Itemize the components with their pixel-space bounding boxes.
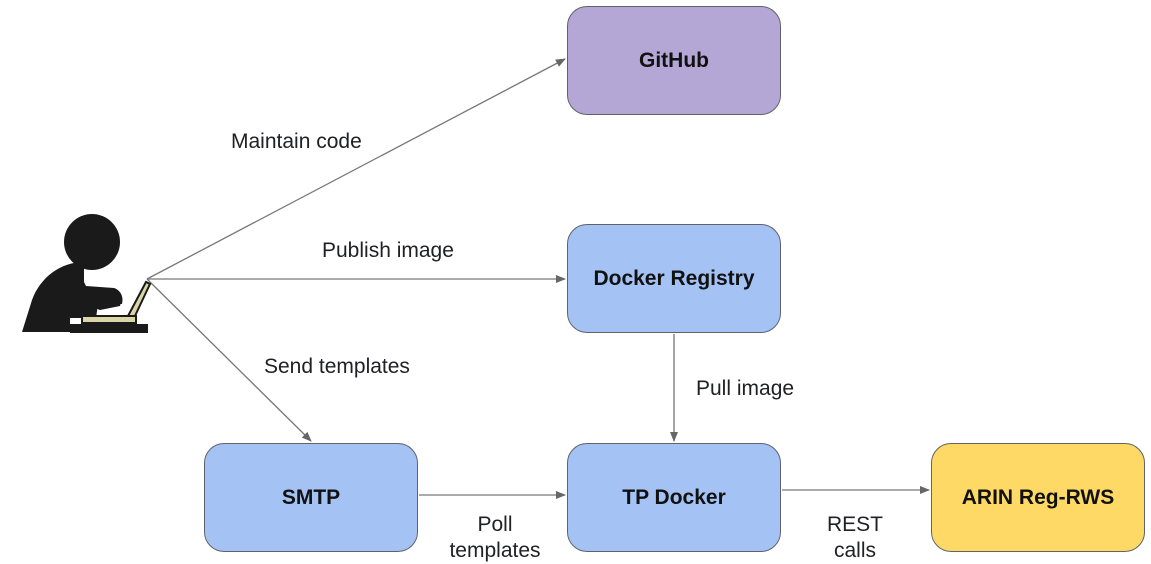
desk: [70, 324, 148, 333]
poll-templates-label: Poll templates: [430, 512, 560, 564]
maintain-code-label: Maintain code: [231, 130, 362, 153]
publish-image-label: Publish image: [322, 239, 454, 262]
laptop-base: [81, 315, 137, 324]
docker-registry-node: Docker Registry: [567, 224, 781, 333]
person-arm: [52, 278, 122, 310]
pull-image-label: Pull image: [696, 377, 795, 400]
docker-registry-label: Docker Registry: [593, 266, 755, 290]
rest-calls-line2: calls: [833, 539, 876, 562]
rest-calls-line1: REST: [826, 513, 883, 536]
smtp-label: SMTP: [281, 485, 341, 509]
tp-docker-label: TP Docker: [622, 485, 726, 509]
smtp-node: SMTP: [204, 443, 418, 552]
tp-docker-node: TP Docker: [567, 443, 781, 552]
rest-calls-label: REST calls: [800, 512, 910, 564]
arin-reg-rws-label: ARIN Reg-RWS: [961, 485, 1115, 509]
laptop-screen: [126, 280, 152, 320]
edge-send-templates: [146, 278, 312, 442]
person-at-laptop-icon: [22, 214, 152, 333]
poll-templates-line2: templates: [449, 539, 541, 562]
github-node: GitHub: [567, 6, 781, 115]
arin-reg-rws-node: ARIN Reg-RWS: [931, 443, 1145, 552]
person-head: [64, 214, 120, 270]
github-label: GitHub: [639, 48, 709, 72]
edge-maintain-code: [146, 58, 566, 280]
poll-templates-line1: Poll: [477, 513, 513, 536]
send-templates-label: Send templates: [264, 355, 410, 378]
